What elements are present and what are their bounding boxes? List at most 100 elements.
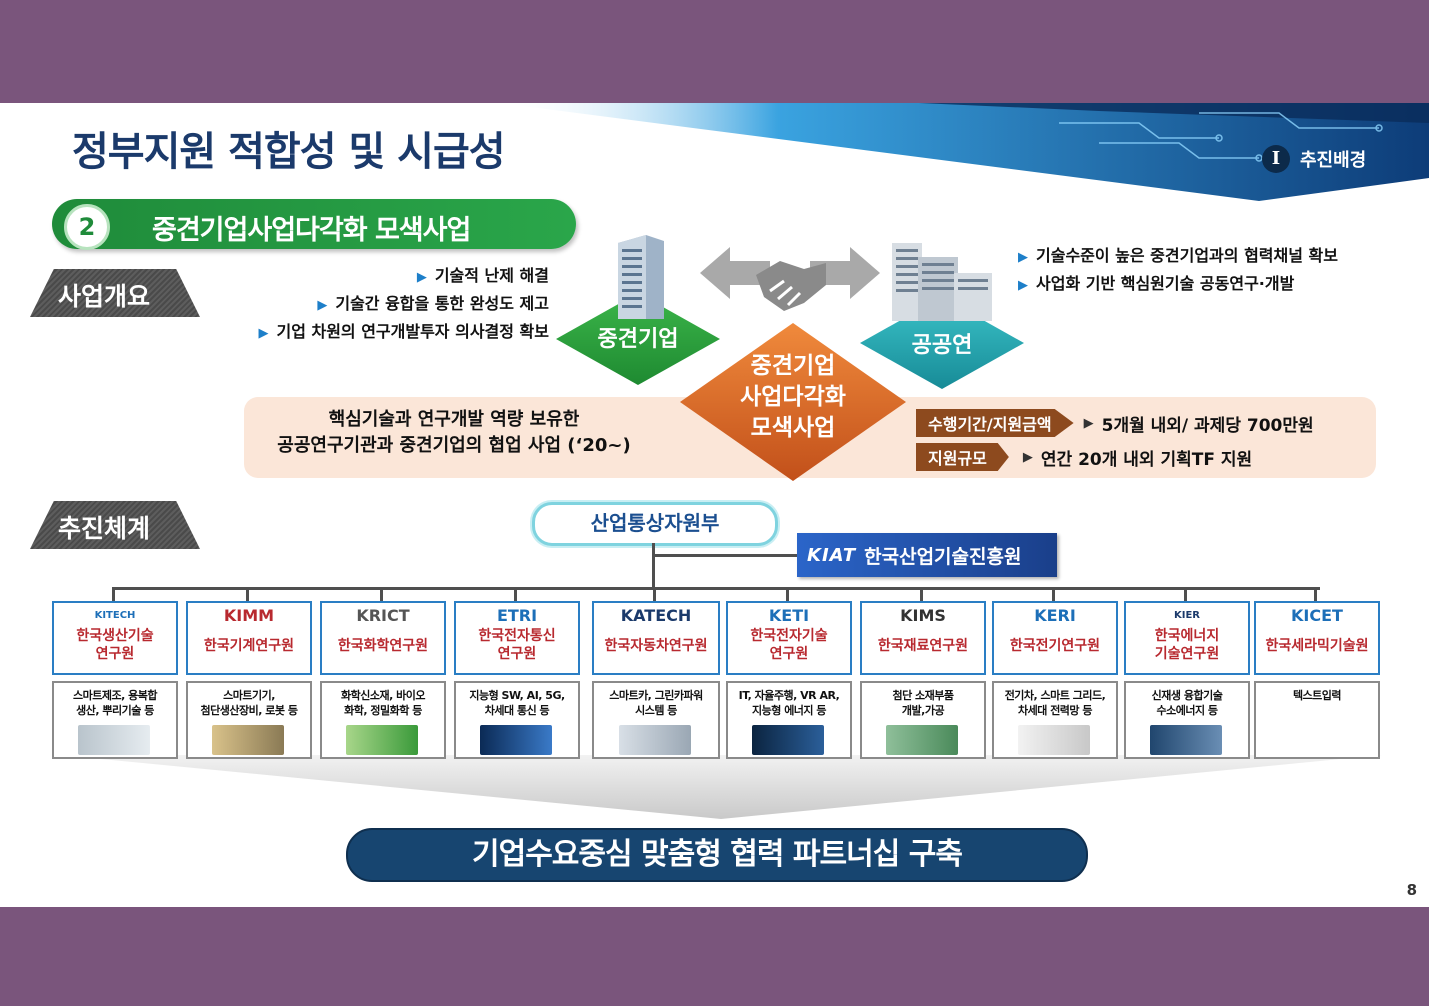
org-line-horizontal <box>112 587 1320 590</box>
company-label: 중견기업 <box>597 327 679 352</box>
period-value: 5개월 내외/ 과제당 700만원 <box>1101 415 1314 436</box>
section-roman: Ⅰ <box>1262 145 1290 173</box>
institute-name: 한국에너지 기술연구원 <box>1154 628 1220 662</box>
institute-focus: 지능형 SW, AI, 5G, 차세대 통신 등 <box>454 681 580 759</box>
page-title: 정부지원 적합성 및 시급성 <box>72 129 506 175</box>
institute-card: ETRI 한국전자통신 연구원 <box>454 601 580 675</box>
org-drop-line <box>1184 589 1187 601</box>
left-bullet-1: ▶기술적 난제 해결 <box>416 266 549 285</box>
header-decoration <box>499 103 1429 201</box>
institute-name: 한국기계연구원 <box>203 638 295 654</box>
institute-logo: KITECH <box>94 610 136 621</box>
campus-icon <box>892 243 992 321</box>
institute-photo <box>619 725 691 755</box>
top-band <box>0 0 1429 103</box>
left-bullets: ▶기술적 난제 해결 ▶기술간 융합을 통한 완성도 제고 ▶기업 차원의 연구… <box>258 263 549 347</box>
right-bullet-2: ▶사업화 기반 핵심원기술 공동연구·개발 <box>1018 274 1295 293</box>
institute-focus: 신재생 융합기술 수소에너지 등 <box>1124 681 1250 759</box>
institute-card: KETI 한국전자기술 연구원 <box>726 601 852 675</box>
building-icon <box>618 235 664 319</box>
institute-focus: 텍스트입력 <box>1254 681 1380 759</box>
subsection-header: 2 중견기업사업다각화 모색사업 <box>52 199 576 250</box>
institute-focus-text: 스마트제조, 용복합 생산, 뿌리기술 등 <box>73 689 157 717</box>
institute-card: KIMS 한국재료연구원 <box>860 601 986 675</box>
agency-box: KIAT 한국산업기술진흥원 <box>797 533 1057 577</box>
institute-photo <box>480 725 552 755</box>
org-line-vertical <box>652 543 655 587</box>
period-row: 수행기간/지원금액 ▶ 5개월 내외/ 과제당 700만원 <box>916 409 1314 437</box>
institute-name: 한국세라믹기술원 <box>1265 638 1369 654</box>
institute-logo: KICET <box>1291 606 1343 625</box>
structure-tab: 추진체계 <box>30 501 200 549</box>
page-number: 8 <box>1406 881 1417 899</box>
institute-focus-text: 텍스트입력 <box>1292 689 1342 702</box>
institute-name: 한국전자기술 연구원 <box>750 628 828 662</box>
org-drop-line <box>514 589 517 601</box>
program-diamond-label: 중견기업 사업다각화 모색사업 <box>740 353 846 441</box>
conclusion-banner: 기업수요중심 맞춤형 협력 파트너십 구축 <box>346 828 1088 882</box>
institute-logo: ETRI <box>496 606 538 625</box>
institute-photo <box>1150 725 1222 755</box>
institute-label: 공공연 <box>911 333 973 358</box>
ministry-box: 산업통상자원부 <box>532 502 778 546</box>
institute-focus-text: 스마트카, 그린카파워 시스템 등 <box>609 689 703 717</box>
institute-name: 한국전자통신 연구원 <box>478 628 556 662</box>
handshake-icon <box>700 247 880 311</box>
left-bullet-3: ▶기업 차원의 연구개발투자 의사결정 확보 <box>258 322 549 341</box>
institute-photo <box>212 725 284 755</box>
institute-focus-text: IT, 자율주행, VR AR, 지능형 에너지 등 <box>738 689 840 717</box>
org-drop-line <box>653 589 656 601</box>
institute-platform: 공공연 <box>860 297 1024 389</box>
scale-value: 연간 20개 내외 기획TF 지원 <box>1040 449 1253 470</box>
org-drop-line <box>786 589 789 601</box>
institute-logo: KIER <box>1173 610 1200 621</box>
org-line-agency <box>652 554 798 557</box>
institute-name: 한국생산기술 연구원 <box>76 628 154 662</box>
left-bullet-2: ▶기술간 융합을 통한 완성도 제고 <box>317 294 549 313</box>
institute-card: KITECH 한국생산기술 연구원 <box>52 601 178 675</box>
institute-focus-text: 지능형 SW, AI, 5G, 차세대 통신 등 <box>469 689 565 717</box>
scale-row: 지원규모 ▶ 연간 20개 내외 기획TF 지원 <box>916 443 1252 471</box>
institute-focus: 첨단 소재부품 개발,가공 <box>860 681 986 759</box>
institute-photo <box>752 725 824 755</box>
org-drop-line <box>246 589 249 601</box>
institute-focus-text: 전기차, 스마트 그리드, 차세대 전력망 등 <box>1004 689 1106 717</box>
institute-photo <box>886 725 958 755</box>
institute-logo: KETI <box>768 606 810 625</box>
org-drop-line <box>380 589 383 601</box>
subsection-number: 2 <box>64 204 110 250</box>
org-drop-line <box>920 589 923 601</box>
institute-name: 한국재료연구원 <box>877 638 969 654</box>
institute-logo: KIMS <box>900 606 946 625</box>
structure-tab-label: 추진체계 <box>58 514 151 543</box>
institute-logo: KIMM <box>223 606 275 625</box>
institute-card: KIER 한국에너지 기술연구원 <box>1124 601 1250 675</box>
scale-key: 지원규모 <box>916 443 1009 471</box>
institute-logo: KRICT <box>356 606 410 625</box>
institute-focus-text: 신재생 융합기술 수소에너지 등 <box>1151 689 1223 717</box>
org-drop-line <box>1314 589 1317 601</box>
institute-photo <box>78 725 150 755</box>
institute-focus: 전기차, 스마트 그리드, 차세대 전력망 등 <box>992 681 1118 759</box>
kiat-logo: KIAT <box>807 544 857 566</box>
subsection-title: 중견기업사업다각화 모색사업 <box>152 215 471 246</box>
institute-focus: IT, 자율주행, VR AR, 지능형 에너지 등 <box>726 681 852 759</box>
program-description: 핵심기술과 연구개발 역량 보유한 공공연구기관과 중견기업의 협업 사업 (‘… <box>277 409 631 456</box>
slide: 정부지원 적합성 및 시급성 Ⅰ 추진배경 2 중견기업사업다각화 모색사업 사… <box>0 103 1429 907</box>
institute-focus: 스마트기기, 첨단생산장비, 로봇 등 <box>186 681 312 759</box>
institute-focus-text: 첨단 소재부품 개발,가공 <box>892 689 954 717</box>
overview-tab-label: 사업개요 <box>58 282 151 311</box>
institute-logo: KERI <box>1034 606 1076 625</box>
bottom-band <box>0 907 1429 1006</box>
institute-photo <box>346 725 418 755</box>
institute-name: 한국자동차연구원 <box>604 638 708 654</box>
org-drop-line <box>1052 589 1055 601</box>
right-bullets: ▶기술수준이 높은 중견기업과의 협력채널 확보 ▶사업화 기반 핵심원기술 공… <box>1018 243 1338 299</box>
institute-card: KIMM 한국기계연구원 <box>186 601 312 675</box>
org-drop-line <box>112 589 115 601</box>
period-key: 수행기간/지원금액 <box>916 409 1074 437</box>
company-platform: 중견기업 <box>556 293 720 385</box>
program-diamond: 중견기업 사업다각화 모색사업 <box>680 323 906 481</box>
